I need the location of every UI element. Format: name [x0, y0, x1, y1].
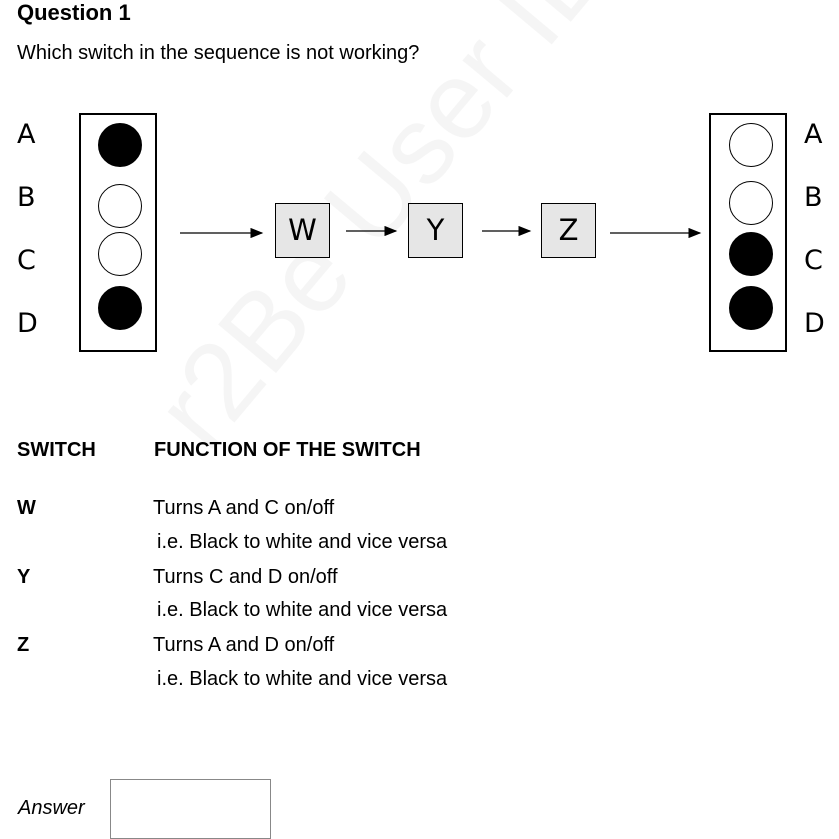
switch-y-box: Y [408, 203, 463, 258]
right-light-c [729, 232, 773, 276]
table-row-y-function: Turns C and D on/off [153, 566, 338, 588]
question-text: Which switch in the sequence is not work… [17, 42, 420, 64]
switch-w-box: W [275, 203, 330, 258]
left-light-panel [79, 113, 157, 352]
table-row-y-note: i.e. Black to white and vice versa [157, 599, 448, 621]
right-light-d [729, 286, 773, 330]
left-letter-d: D [17, 308, 38, 339]
switch-z-box: Z [541, 203, 596, 258]
table-row-y-switch: Y [17, 566, 31, 588]
right-letter-c: C [804, 245, 823, 276]
left-letter-c: C [17, 245, 36, 276]
left-letter-b: B [17, 182, 36, 213]
table-row-w-function: Turns A and C on/off [153, 497, 335, 519]
table-row-z-function: Turns A and D on/off [153, 634, 335, 656]
table-header-function: FUNCTION OF THE SWITCH [154, 439, 421, 461]
table-header-switch: SWITCH [17, 439, 96, 461]
right-letter-b: B [804, 182, 823, 213]
left-light-b [98, 184, 142, 228]
right-letter-a: A [804, 119, 823, 150]
table-row-w-note: i.e. Black to white and vice versa [157, 531, 448, 553]
question-title: Question 1 [17, 0, 131, 25]
table-row-z-note: i.e. Black to white and vice versa [157, 668, 448, 690]
right-light-a [729, 123, 773, 167]
left-light-a [98, 123, 142, 167]
answer-input-box[interactable] [110, 779, 271, 839]
answer-label: Answer [18, 797, 85, 819]
right-letter-d: D [804, 308, 825, 339]
left-letter-a: A [17, 119, 36, 150]
right-light-panel [709, 113, 787, 352]
left-light-c [98, 232, 142, 276]
table-row-z-switch: Z [17, 634, 30, 656]
left-light-d [98, 286, 142, 330]
sequence-arrows [180, 225, 702, 239]
table-row-w-switch: W [17, 497, 36, 519]
right-light-b [729, 181, 773, 225]
